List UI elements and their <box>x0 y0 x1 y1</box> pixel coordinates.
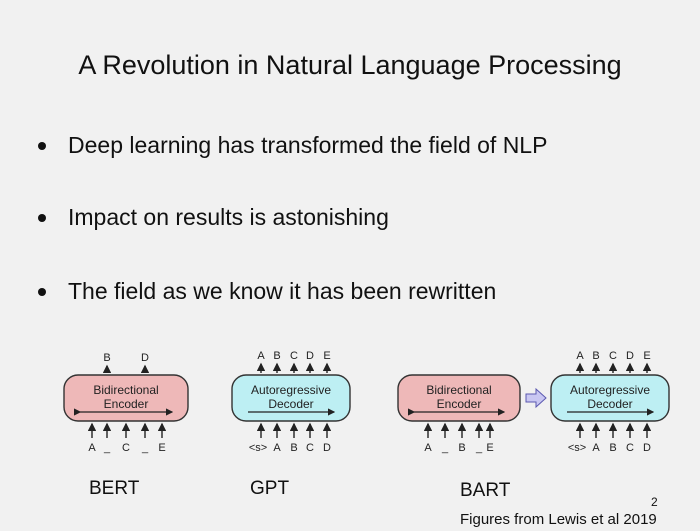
bart-decoder-bottom-token: A <box>592 442 600 454</box>
bert-bottom-token: _ <box>103 442 111 454</box>
bart-encoder-bottom-token: _ <box>441 442 449 454</box>
bart-decoder-bottom-token: B <box>609 442 616 454</box>
gpt-label: GPT <box>250 478 290 499</box>
page-number: 2 <box>651 495 658 509</box>
bart-encoder-bottom-token: _ <box>475 442 483 454</box>
bert-encoder-box-line1: Bidirectional <box>93 383 158 397</box>
bert-label: BERT <box>89 478 140 499</box>
bart-decoder-bottom-token: C <box>626 442 634 454</box>
bert-bottom-token: A <box>88 442 96 454</box>
bart-label: BART <box>460 480 511 501</box>
gpt-bottom-token: <s> <box>249 442 267 454</box>
bart-decoder-bottom-token: D <box>643 442 651 454</box>
bert-encoder-box-line2: Encoder <box>104 397 149 411</box>
bullet-dot-icon <box>38 213 46 222</box>
gpt-decoder-box <box>231 374 351 422</box>
gpt-top-token: C <box>290 350 298 362</box>
bart-decoder-top-token: B <box>592 350 599 362</box>
bullet-text: Deep learning has transformed the field … <box>68 132 548 158</box>
slide-title: A Revolution in Natural Language Process… <box>78 50 622 80</box>
figure-caption: Figures from Lewis et al 2019 <box>460 511 657 528</box>
bullet-item: Impact on results is astonishing <box>38 204 389 231</box>
gpt-decoder-box-line2: Decoder <box>268 397 313 411</box>
gpt-decoder-box-line1: Autoregressive <box>251 383 331 397</box>
bullet-dot-icon <box>38 287 46 296</box>
bart-encoder-box-line2: Encoder <box>437 397 482 411</box>
bart-encoder-bottom-token: A <box>424 442 432 454</box>
bart-encoder-box-line1: Bidirectional <box>426 383 491 397</box>
bart-decoder-bottom-token: <s> <box>568 442 586 454</box>
gpt-top-token: D <box>306 350 314 362</box>
bart-decoder-top-token: E <box>643 350 650 362</box>
bart-decoder-top-token: A <box>576 350 584 362</box>
bart-encoder-bottom-token: B <box>458 442 465 454</box>
bart-decoder-box-line2: Decoder <box>587 397 632 411</box>
bullet-text: Impact on results is astonishing <box>68 204 389 230</box>
bart-decoder-top-token: C <box>609 350 617 362</box>
bart-connector-arrow-icon <box>525 387 547 409</box>
bert-bottom-token: E <box>158 442 165 454</box>
bullet-item: The field as we know it has been rewritt… <box>38 278 496 305</box>
gpt-top-token: A <box>257 350 265 362</box>
bart-decoder-box <box>550 374 670 422</box>
gpt-top-token: E <box>323 350 330 362</box>
gpt-bottom-token: D <box>323 442 331 454</box>
bart-decoder-box-line1: Autoregressive <box>570 383 650 397</box>
bert-bottom-token: _ <box>141 442 149 454</box>
gpt-bottom-token: B <box>290 442 297 454</box>
bert-top-token: D <box>141 352 149 364</box>
gpt-bottom-token: A <box>273 442 281 454</box>
bullet-item: Deep learning has transformed the field … <box>38 132 547 159</box>
bert-top-token: B <box>103 352 110 364</box>
bert-bottom-token: C <box>122 442 130 454</box>
bart-encoder-bottom-token: E <box>486 442 493 454</box>
gpt-bottom-token: C <box>306 442 314 454</box>
bart-decoder-top-token: D <box>626 350 634 362</box>
bullet-text: The field as we know it has been rewritt… <box>68 278 497 304</box>
gpt-top-token: B <box>273 350 280 362</box>
bullet-dot-icon <box>38 141 46 150</box>
